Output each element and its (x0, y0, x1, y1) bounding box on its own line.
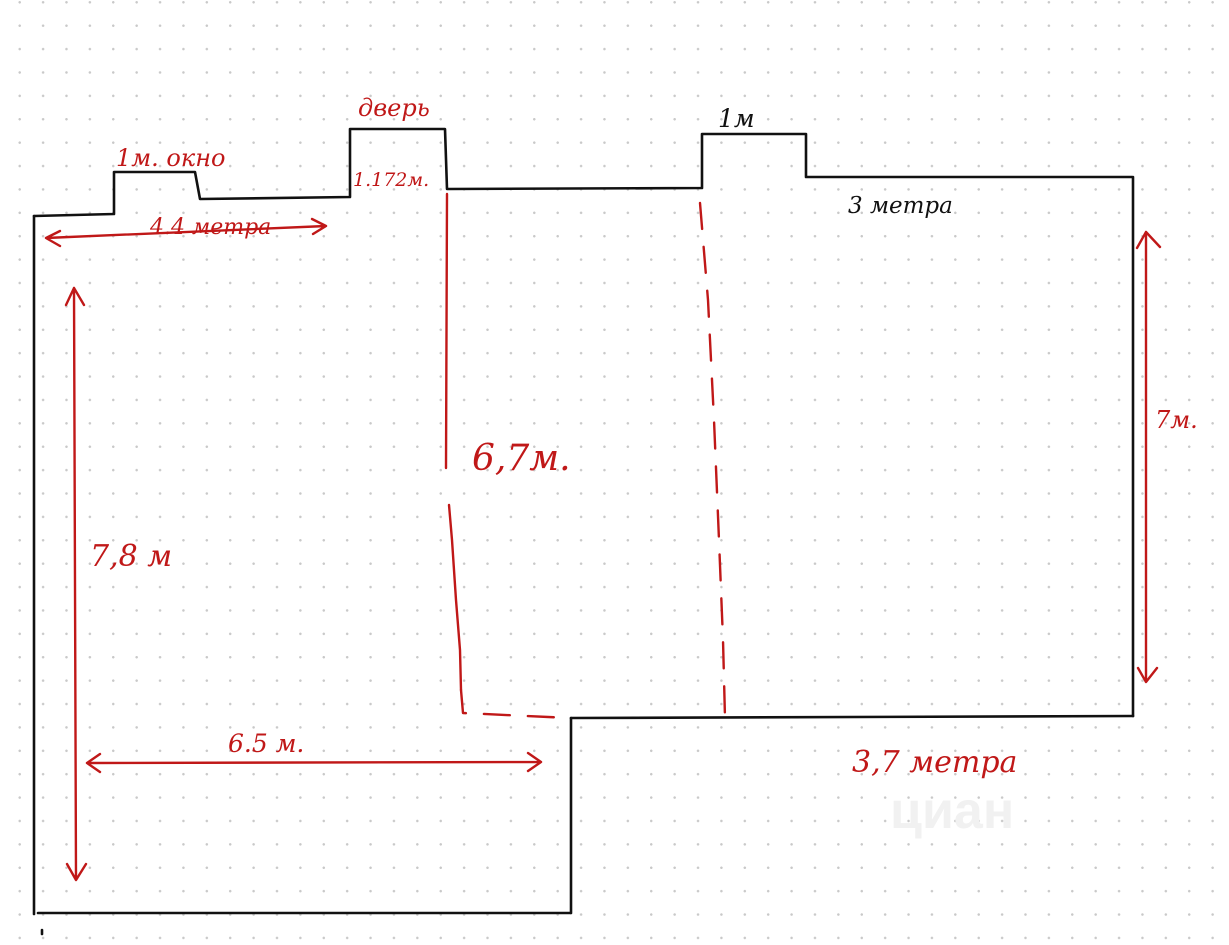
bottom-right-wall-label: 3,7 метра (852, 745, 1017, 780)
dashed-partition-left (459, 688, 572, 720)
niche-width-label: 1м (718, 104, 755, 133)
right-height-label: 7м. (1155, 406, 1198, 434)
door-label: дверь (358, 94, 430, 122)
top-left-dimension-arrow (44, 217, 328, 248)
left-top-wall (32, 127, 1134, 218)
top-left-wall-label: 4.4 метра (149, 215, 271, 240)
watermark: циан (890, 782, 1014, 840)
dashed-partition-right (698, 201, 727, 720)
door-width-label: 1.172м. (353, 169, 429, 191)
window-label: 1м. окно (116, 144, 225, 172)
top-right-wall-label: 3 метра (848, 193, 953, 219)
right-height-arrow (1135, 230, 1162, 684)
bottom-left-wall-label: 6.5 м. (228, 729, 304, 758)
dimension-labels: 1м. окно дверь 1.172м. 1м 4.4 метра 3 ме… (90, 94, 1198, 780)
dimension-lines (44, 192, 1162, 882)
partition-line (444, 192, 463, 692)
bottom-right-wall (569, 714, 1135, 720)
bottom-left-dimension-arrow (85, 751, 543, 774)
left-height-label: 7,8 м (90, 539, 172, 574)
left-height-arrow (64, 286, 88, 882)
middle-height-label: 6,7м. (472, 438, 571, 479)
room-outline (32, 127, 1135, 936)
